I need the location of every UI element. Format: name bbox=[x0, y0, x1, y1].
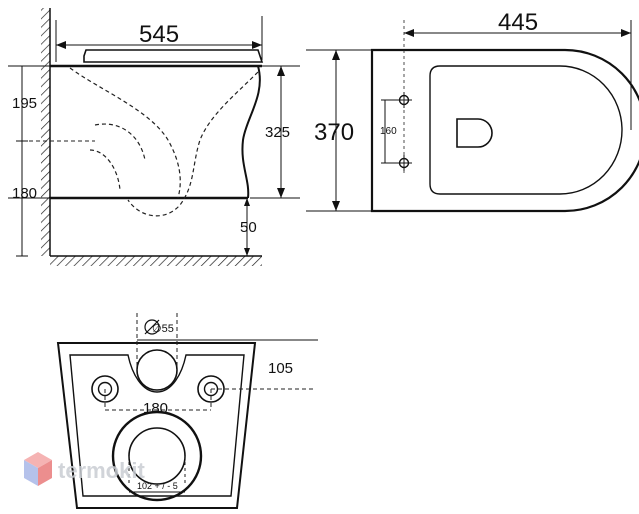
mounting-hole-left bbox=[91, 375, 119, 403]
bowl-internal-contour bbox=[69, 67, 181, 199]
brand-logo-icon bbox=[24, 452, 52, 486]
bolt-spacing-label: 160 bbox=[380, 126, 397, 137]
top-outline bbox=[370, 48, 639, 213]
outlet-shape bbox=[456, 118, 493, 148]
side-view: 545 195 180 325 50 bbox=[8, 8, 300, 266]
seat-lid bbox=[83, 49, 264, 63]
floor-gap-label: 50 bbox=[240, 219, 257, 236]
lower-height-label: 180 bbox=[12, 185, 37, 202]
inner-bowl bbox=[429, 65, 623, 195]
drain-label: 102 + / - 5 bbox=[137, 481, 178, 491]
watermark: termokit bbox=[24, 452, 145, 486]
rear-inner-contour bbox=[69, 354, 245, 497]
top-length-label: 445 bbox=[498, 9, 538, 36]
side-offset-label: 105 bbox=[268, 360, 293, 377]
floor-hatch bbox=[50, 256, 262, 266]
mount-spacing-label: 180 bbox=[143, 400, 168, 417]
wall-hatch bbox=[41, 8, 50, 256]
bowl-height-label: 325 bbox=[265, 124, 290, 141]
outlet-circle bbox=[136, 349, 178, 391]
brand-text: termokit bbox=[58, 458, 145, 483]
mounting-hole-right bbox=[197, 375, 225, 403]
drain-outer-circle bbox=[111, 410, 203, 502]
bowl-outline bbox=[241, 65, 261, 199]
rear-view: ∅55 180 105 102 + / - 5 bbox=[56, 313, 318, 509]
top-width-label: 370 bbox=[314, 119, 354, 146]
upper-height-label: 195 bbox=[12, 95, 37, 112]
mounting-bolt-icon bbox=[396, 155, 412, 171]
top-view: 160 445 370 bbox=[306, 9, 639, 213]
outlet-diameter-label: ∅55 bbox=[152, 323, 174, 335]
side-width-label: 545 bbox=[139, 21, 179, 48]
rear-outline bbox=[56, 342, 257, 509]
diameter-icon bbox=[144, 319, 160, 335]
